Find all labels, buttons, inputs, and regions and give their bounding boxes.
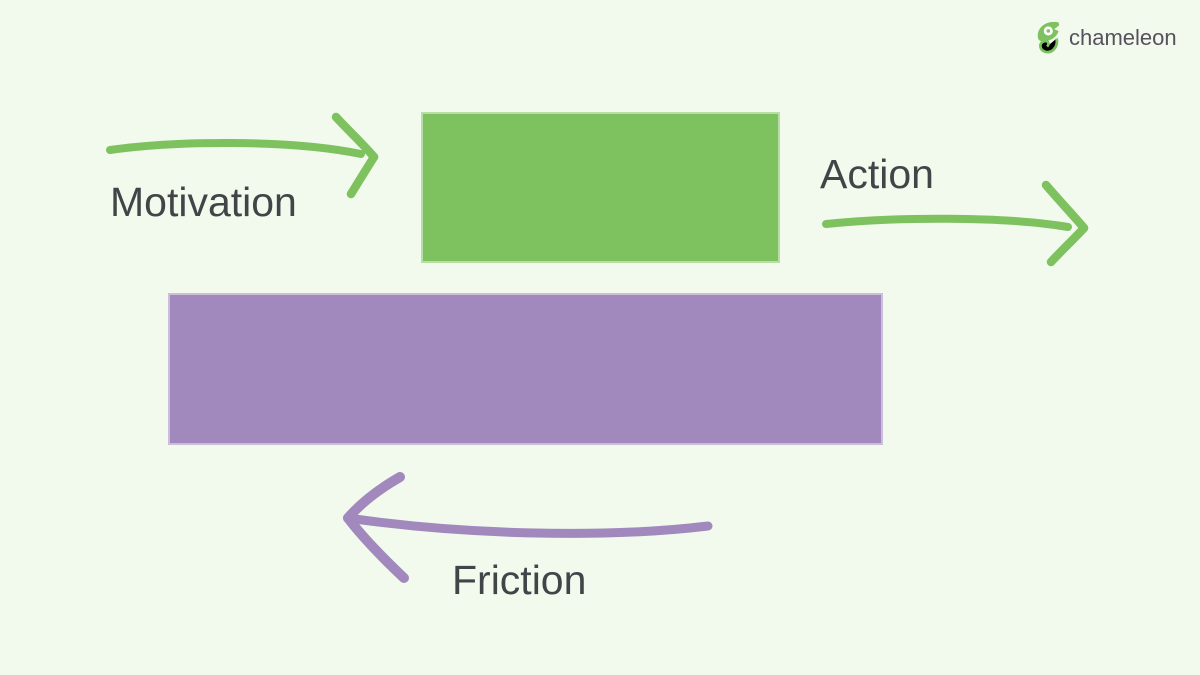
action-label: Action [820,151,934,197]
motivation-label: Motivation [110,179,297,225]
motivation-arrowhead-top [331,112,379,162]
motivation-bar [421,112,780,263]
brand-name: chameleon [1069,25,1177,50]
action-arrow-shaft [822,214,1072,231]
motivation-arrow-icon [106,112,379,199]
action-arrowhead-top [1041,180,1089,233]
chameleon-tail [1039,38,1059,54]
friction-label: Friction [452,557,587,603]
brand-logo: chameleon [1035,21,1177,55]
friction-arrow-icon [343,472,713,583]
chameleon-icon [1037,21,1060,54]
action-arrowhead-bottom [1046,223,1089,267]
motivation-arrowhead-bottom [346,152,379,199]
friction-arrowhead-top [343,472,405,523]
friction-bar [168,293,883,445]
action-arrow-icon [822,180,1089,267]
friction-arrowhead-bottom [343,513,409,583]
chameleon-pupil [1046,29,1051,33]
friction-arrow-shaft [343,513,713,538]
motivation-arrow-shaft [106,139,365,158]
chameleon-mouth [1054,24,1060,32]
